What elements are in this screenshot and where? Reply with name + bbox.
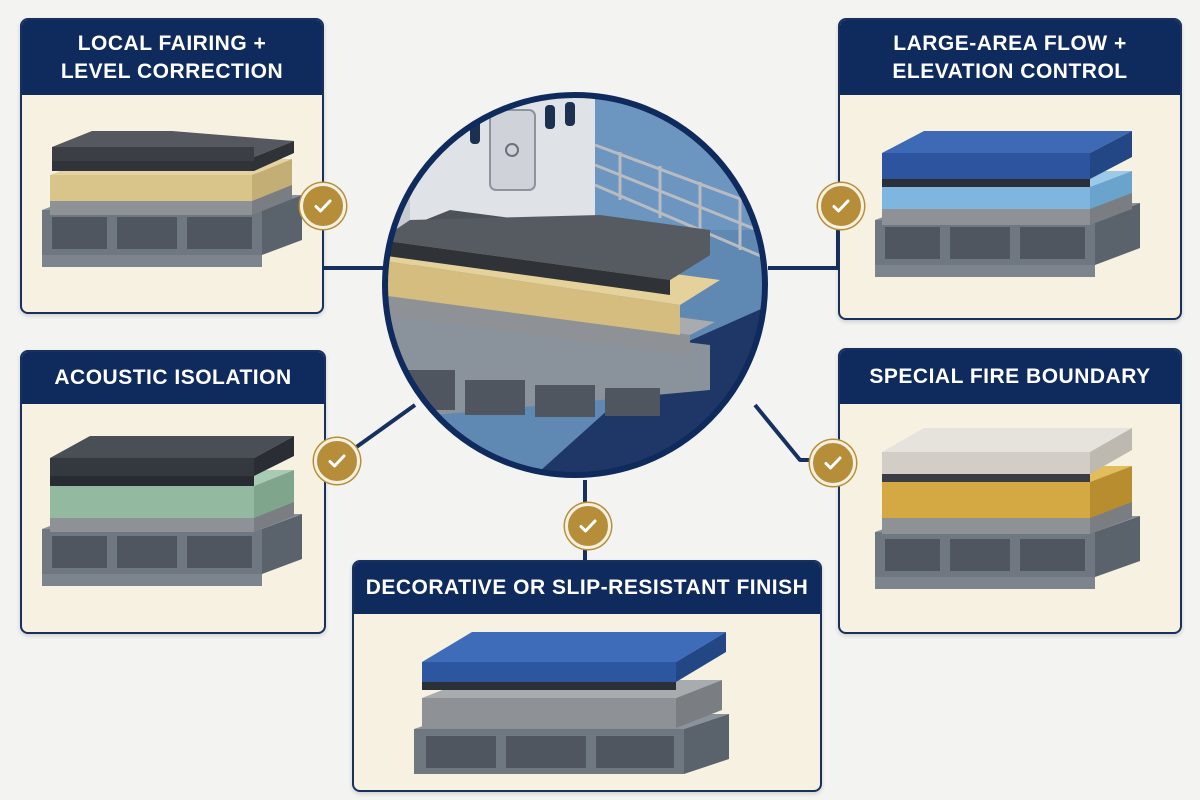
card-local-fairing: LOCAL FAIRING + LEVEL CORRECTION [20, 18, 324, 314]
card-title-line: LOCAL FAIRING + [77, 32, 267, 56]
card-title: LARGE-AREA FLOW + ELEVATION CONTROL [840, 20, 1180, 95]
ship-deck-illustration [380, 90, 770, 480]
card-title-line: LARGE-AREA FLOW + [893, 32, 1127, 56]
checkmark-icon [300, 183, 346, 229]
layer-stack-illustration [875, 131, 1140, 277]
layer-stack-illustration [42, 131, 302, 267]
layer-stack-illustration [42, 436, 302, 586]
layer-stack-illustration [414, 632, 729, 774]
checkmark-icon [314, 438, 360, 484]
card-title-line: SPECIAL FIRE BOUNDARY [869, 365, 1151, 389]
checkmark-icon [810, 440, 856, 486]
card-title-line: LEVEL CORRECTION [60, 59, 284, 83]
checkmark-icon [565, 503, 611, 549]
card-title-line: ELEVATION CONTROL [892, 59, 1128, 83]
card-title-line: DECORATIVE OR SLIP-RESISTANT FINISH [365, 576, 809, 600]
card-title-line: ACOUSTIC ISOLATION [54, 366, 292, 390]
card-special-fire-boundary: SPECIAL FIRE BOUNDARY [838, 348, 1182, 634]
card-title: DECORATIVE OR SLIP-RESISTANT FINISH [354, 562, 820, 614]
card-acoustic-isolation: ACOUSTIC ISOLATION [20, 350, 326, 634]
card-title: ACOUSTIC ISOLATION [22, 352, 324, 404]
card-decorative-finish: DECORATIVE OR SLIP-RESISTANT FINISH [352, 560, 822, 792]
card-title: LOCAL FAIRING + LEVEL CORRECTION [22, 20, 322, 95]
card-large-area-flow: LARGE-AREA FLOW + ELEVATION CONTROL [838, 18, 1182, 320]
checkmark-icon [818, 183, 864, 229]
layer-stack-illustration [875, 428, 1140, 589]
card-title: SPECIAL FIRE BOUNDARY [840, 350, 1180, 404]
